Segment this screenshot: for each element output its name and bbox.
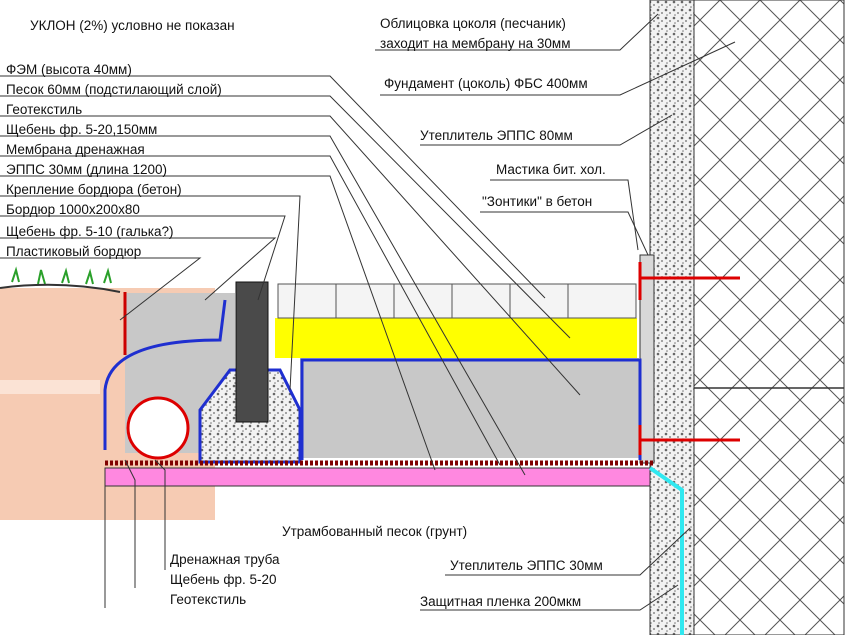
label-gravel-bottom: Щебень фр. 5-20 (170, 572, 276, 587)
insulation-80-band (649, 0, 695, 635)
grass-icon (11, 266, 112, 285)
label-umbrellas: "Зонтики" в бетон (482, 194, 592, 209)
label-curb-mount: Крепление бордюра (бетон) (6, 182, 182, 197)
label-geotextile: Геотекстиль (6, 102, 82, 117)
cladding-band (639, 254, 655, 464)
leader-lines (0, 13, 736, 611)
label-gravel-150: Щебень фр. 5-20,150мм (6, 122, 157, 137)
paving-tiles (277, 283, 637, 319)
label-insulation-80: Утеплитель ЭППС 80мм (420, 128, 573, 143)
label-cladding-1: Облицовка цоколя (песчаник) (380, 16, 566, 31)
geotextile-left (103, 299, 227, 450)
label-fem: ФЭМ (высота 40мм) (6, 62, 132, 77)
label-curb: Бордюр 1000х200х80 (6, 202, 140, 217)
geotextile-line (300, 358, 642, 460)
foundation-wall (693, 0, 845, 635)
label-protective-film: Защитная пленка 200мкм (420, 594, 581, 609)
anchor-icons (638, 262, 740, 455)
drain-pipe-icon (126, 396, 190, 460)
label-insulation-30: Утеплитель ЭППС 30мм (450, 558, 603, 573)
gravel-layer (300, 358, 640, 458)
label-ground: Утрамбованный песок (грунт) (282, 524, 467, 539)
title-note: УКЛОН (2%) условно не показан (30, 18, 235, 33)
soil-lines (0, 380, 100, 394)
epps-30-layer (104, 467, 651, 487)
label-membrane: Мембрана дренажная (6, 142, 145, 157)
label-epps-30: ЭППС 30мм (длина 1200) (6, 162, 167, 177)
label-plastic-curb: Пластиковый бордюр (6, 244, 141, 259)
sand-layer (275, 318, 637, 358)
label-drain-pipe: Дренажная труба (170, 552, 280, 567)
label-foundation: Фундамент (цоколь) ФБС 400мм (384, 76, 588, 91)
curb-block (235, 281, 269, 423)
label-gravel-5-10: Щебень фр. 5-10 (галька?) (6, 224, 173, 239)
label-sand: Песок 60мм (подстилающий слой) (6, 82, 222, 97)
ground-surface (0, 283, 121, 293)
label-cladding-2: заходит на мембрану на 30мм (380, 36, 571, 51)
film-line (648, 466, 684, 635)
label-geotextile-bottom: Геотекстиль (170, 592, 246, 607)
label-mastic: Мастика бит. хол. (496, 162, 606, 177)
